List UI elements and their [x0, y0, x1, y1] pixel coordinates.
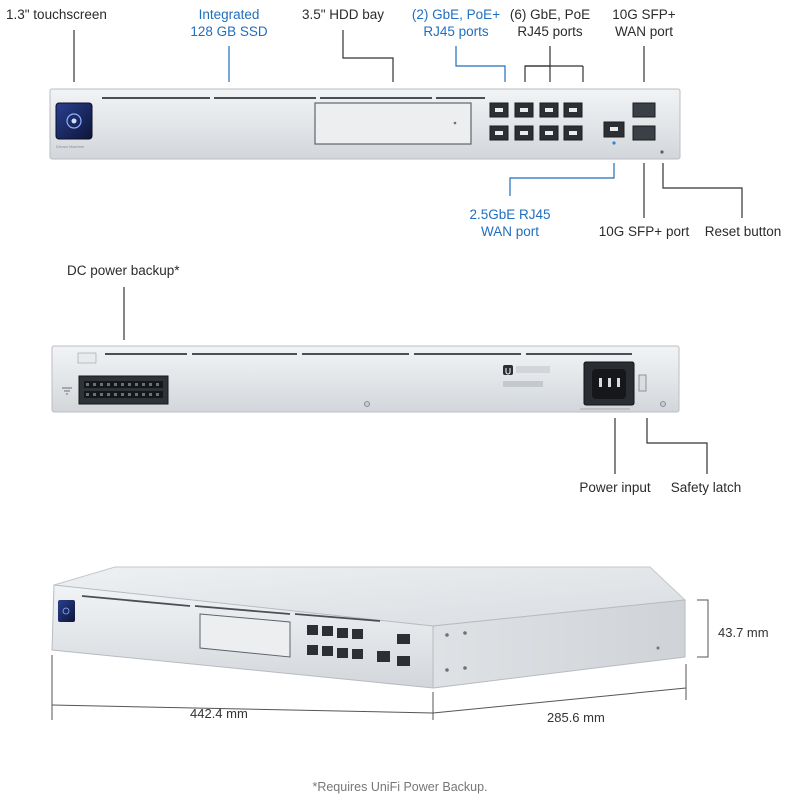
rear-view — [51, 345, 680, 413]
label-gbe-poe-plus: (2) GbE, PoE+ RJ45 ports — [406, 6, 506, 40]
label-wan-25g-line1: 2.5GbE RJ45 — [469, 207, 551, 222]
screw-icon — [364, 401, 666, 407]
sfp-port-bottom — [632, 125, 656, 141]
hdd-bay — [314, 102, 472, 145]
rear-chassis — [51, 345, 680, 413]
label-gbe-poe: (6) GbE, PoE RJ45 ports — [504, 6, 596, 40]
label-wan-25g: 2.5GbE RJ45 WAN port — [461, 206, 559, 240]
dimension-depth: 285.6 mm — [547, 710, 605, 725]
dimension-height: 43.7 mm — [718, 625, 769, 640]
label-gbe-poe-plus-line2: RJ45 ports — [423, 24, 489, 39]
reset-button-icon — [660, 150, 664, 154]
safety-latch-icon — [638, 374, 647, 392]
label-sfp-wan-line2: WAN port — [614, 24, 673, 39]
label-gbe-poe-plus-line1: (2) GbE, PoE+ — [411, 7, 501, 22]
svg-text:Dream Machine: Dream Machine — [56, 144, 85, 149]
front-view: Dream Machine — [49, 88, 681, 160]
dc-power-connector — [78, 375, 169, 405]
footnote: *Requires UniFi Power Backup. — [312, 780, 488, 794]
label-ssd-line2: 128 GB SSD — [190, 24, 268, 39]
label-gbe-poe-line2: RJ45 ports — [517, 24, 583, 39]
dimension-width: 442.4 mm — [190, 706, 248, 721]
ubiquiti-logo-icon — [503, 365, 513, 375]
label-hdd-bay: 3.5" HDD bay — [301, 7, 385, 22]
label-sfp-wan: 10G SFP+ WAN port — [602, 6, 686, 40]
label-ssd: Integrated 128 GB SSD — [179, 6, 279, 40]
label-dc-power: DC power backup* — [67, 263, 180, 278]
dimension-lines — [51, 599, 709, 720]
isometric-view — [51, 566, 687, 689]
label-touchscreen: 1.3" touchscreen — [6, 7, 107, 22]
label-safety-latch: Safety latch — [670, 480, 742, 495]
label-sfp-port: 10G SFP+ port — [598, 224, 690, 239]
sfp-port-top — [632, 102, 656, 118]
label-reset-button: Reset button — [704, 224, 782, 239]
label-wan-25g-line2: WAN port — [480, 224, 539, 239]
label-gbe-poe-line1: (6) GbE, PoE — [509, 7, 591, 22]
label-sfp-wan-line1: 10G SFP+ — [612, 7, 676, 22]
label-power-input: Power input — [579, 480, 651, 495]
front-callouts — [73, 30, 743, 218]
label-ssd-line1: Integrated — [198, 7, 260, 22]
rear-callouts — [123, 287, 708, 474]
